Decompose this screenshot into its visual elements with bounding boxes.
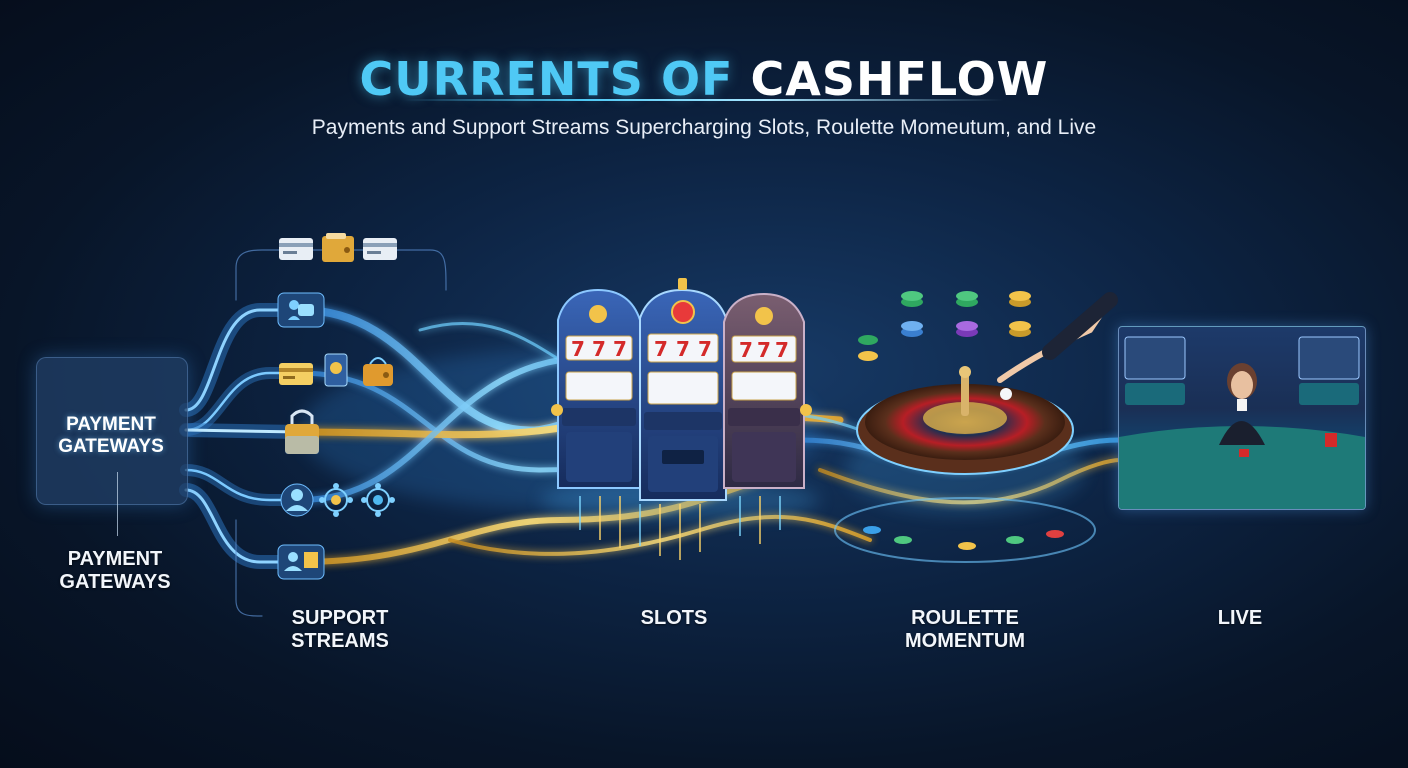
purse-icon (363, 357, 393, 386)
reel-symbol: 7 (676, 337, 690, 361)
user-chat-icon (277, 292, 325, 328)
reel-symbol: 7 (592, 337, 606, 361)
network-node-icon (361, 483, 395, 517)
credit-card-icon (279, 238, 313, 260)
mobile-pay-icon (324, 353, 348, 387)
reel-symbol: 7 (698, 337, 712, 361)
casino-chips (858, 291, 1064, 550)
payment-gateways-node (36, 357, 188, 505)
live-chip-stacks (1239, 433, 1337, 457)
title-underline (404, 99, 1004, 101)
live-dealer-panel (1118, 326, 1366, 510)
title-main: CASHFLOW (750, 52, 1049, 106)
reel-symbol: 7 (757, 338, 771, 362)
live-dealer-scene (1119, 336, 1365, 509)
live-preview-table-right (1299, 383, 1359, 405)
page-title: CURRENTS OF CASHFLOW (0, 52, 1408, 106)
support-streams-label: SUPPORT STREAMS (291, 607, 389, 652)
gateway-branches (179, 249, 447, 617)
support-agent-icon (280, 483, 314, 517)
roulette-momentum-label: ROULETTE MOMENTUM (905, 607, 1025, 652)
reel-symbol: 7 (739, 338, 753, 362)
bank-card-icon (363, 238, 397, 260)
reel-symbol: 7 (654, 337, 668, 361)
support-ticket-icon (277, 544, 325, 580)
slot-machine-left (551, 288, 641, 489)
reel-symbol: 7 (775, 338, 789, 362)
slots-label: SLOTS (640, 607, 708, 629)
live-preview-left (1124, 336, 1186, 380)
slot-machine-right (723, 292, 812, 489)
payment-card-icon (279, 363, 313, 385)
wallet-icon (322, 233, 354, 262)
padlock-icon (285, 409, 319, 454)
network-hub-icon (319, 483, 353, 517)
payment-icons (277, 233, 397, 580)
live-table-felt (1119, 426, 1365, 509)
reel-symbol: 7 (613, 337, 627, 361)
reel-symbol: 7 (571, 337, 585, 361)
live-preview-right (1298, 336, 1360, 380)
slot-machines (540, 278, 820, 560)
page-subtitle: Payments and Support Streams Superchargi… (311, 116, 1097, 139)
title-accent: CURRENTS OF (359, 52, 734, 106)
live-preview-table-left (1125, 383, 1185, 405)
payment-gateways-node-label: PAYMENT GATEWAYS (58, 414, 164, 457)
live-dealer (1219, 363, 1265, 445)
slot-machine-center (639, 278, 727, 501)
payment-gateways-label: PAYMENT GATEWAYS (59, 548, 171, 593)
live-label: LIVE (1217, 607, 1263, 629)
gateway-connector-line (117, 472, 118, 536)
roulette-wheel (834, 292, 1118, 563)
